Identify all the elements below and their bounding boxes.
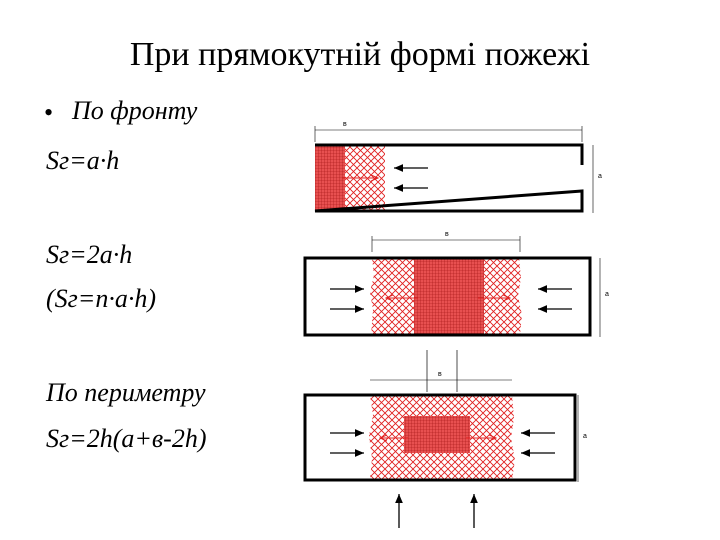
width-label: в <box>343 121 347 128</box>
height-label: а <box>605 291 609 298</box>
formula-two-sided: Sг=2a·h <box>46 240 133 269</box>
width-label: в <box>445 231 449 238</box>
fire-burning-zone <box>414 258 484 335</box>
bullet-marker: • <box>44 98 54 127</box>
front-heading: По фронту <box>72 96 198 125</box>
diagram-front: в а <box>314 121 602 213</box>
diagram-perimeter: в а <box>303 350 587 528</box>
width-label: в <box>438 371 442 378</box>
formula-perimeter: Sг=2h(a+в-2h) <box>46 424 207 453</box>
fire-burning-zone <box>404 416 470 453</box>
slide-title: При прямокутній формі пожежі <box>129 36 591 73</box>
formula-n-sided: (Sг=n·a·h) <box>46 284 157 313</box>
diagram-two-sided: в а <box>303 231 609 337</box>
room-outline <box>314 143 584 213</box>
room-outline <box>303 256 592 337</box>
height-label: а <box>583 433 587 440</box>
room-outline <box>303 393 577 482</box>
formula-front: Sг=a·h <box>46 146 120 175</box>
perimeter-heading: По периметру <box>46 378 206 407</box>
fire-burning-zone <box>315 145 345 211</box>
height-label: а <box>598 173 602 180</box>
